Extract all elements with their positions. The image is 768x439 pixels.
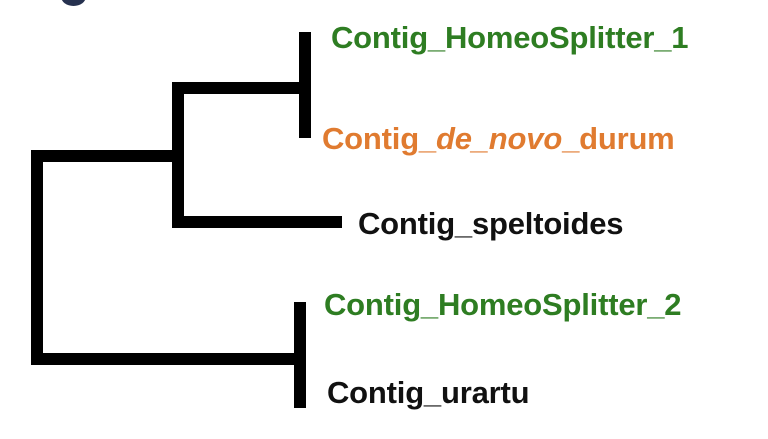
tip-label-urartu: Contig_urartu xyxy=(327,375,530,410)
tip-label-text: Contig_HomeoSplitter_1 xyxy=(331,20,689,55)
tip-label-italic-epithet: de_novo xyxy=(435,121,563,156)
clipped-marker-icon xyxy=(61,0,86,6)
tip-label-prefix: Contig_ xyxy=(322,121,436,156)
tip-label-speltoides: Contig_speltoides xyxy=(358,208,623,239)
tip-label-suffix: _durum xyxy=(562,121,675,156)
tip-label-de-novo-durum: Contig_de_novo_durum xyxy=(322,123,675,154)
tip-label-text: Contig_speltoides xyxy=(358,206,624,241)
tip-label-text: Contig_urartu xyxy=(327,375,530,410)
tip-label-homeosplitter-1: Contig_HomeoSplitter_1 xyxy=(331,20,689,55)
tip-label-homeosplitter-2: Contig_HomeoSplitter_2 xyxy=(324,287,682,322)
tip-label-text: Contig_HomeoSplitter_2 xyxy=(324,287,682,322)
